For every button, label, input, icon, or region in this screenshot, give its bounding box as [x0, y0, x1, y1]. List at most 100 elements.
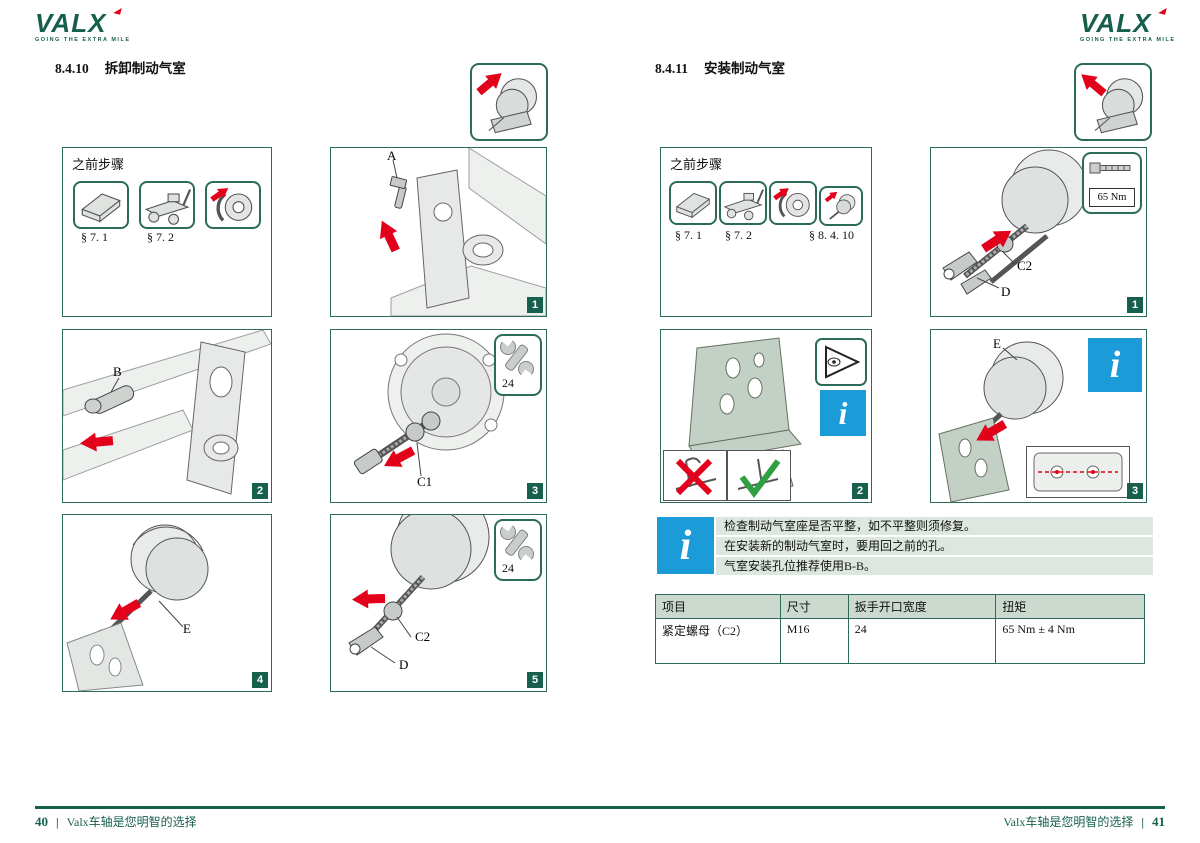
prev-steps-title: 之前步骤	[72, 157, 125, 172]
trolley-jack-icon	[723, 189, 764, 221]
red-arrow-icon	[352, 589, 386, 609]
part-label-c1: C1	[417, 474, 433, 489]
info-icon: i	[820, 390, 866, 436]
red-arrow-icon	[210, 188, 229, 202]
red-arrow-icon	[476, 73, 502, 96]
prev-step-chamber	[819, 186, 863, 226]
step-number-badge: 3	[527, 483, 543, 499]
section-pictogram-remove	[470, 63, 548, 141]
footer-rule	[35, 806, 1165, 809]
part-label-c2: C2	[1017, 258, 1033, 273]
wrench-size-label: 24	[502, 376, 514, 390]
note-line: 气室安装孔位推荐使用B-B。	[716, 557, 1153, 575]
section-number: 8.4.10	[55, 61, 89, 76]
col-header-item: 项目	[655, 594, 781, 619]
prev-steps-box-right: 之前步骤	[660, 147, 872, 317]
step-panel-install-2: i 2	[660, 329, 872, 503]
torque-value-label: 65 Nm	[1089, 188, 1135, 207]
brake-chamber-icon	[824, 191, 856, 220]
wrench-size-box: 24	[494, 334, 542, 396]
red-arrow-icon	[981, 230, 1012, 253]
step-number-badge: 3	[1127, 483, 1143, 499]
prev-step-brake	[769, 181, 817, 225]
brake-chamber-icon	[476, 73, 538, 134]
info-glyph: i	[838, 394, 848, 431]
step-number-badge: 2	[852, 483, 868, 499]
cell-torque: 65 Nm ± 4 Nm	[995, 618, 1145, 664]
red-arrow-icon	[80, 432, 114, 452]
step-panel-remove-5: 24 C2 D 5	[330, 514, 547, 692]
hole-position-inset	[1026, 446, 1130, 498]
info-icon: i	[657, 517, 714, 574]
prev-step-ref: § 7. 2	[725, 228, 752, 242]
prev-steps-title: 之前步骤	[670, 157, 723, 172]
torque-box: 65 Nm	[1082, 152, 1142, 214]
part-label-b: B	[113, 364, 122, 379]
table-row: 紧定螺母（C2） M16 24 65 Nm ± 4 Nm	[655, 618, 1145, 664]
col-header-size: 尺寸	[779, 594, 849, 619]
correct-mounting-icon	[737, 458, 781, 498]
valx-logo-right: VALX GOING THE EXTRA MILE	[1080, 6, 1180, 43]
red-arrow-icon	[1081, 74, 1107, 97]
part-label-c2: C2	[415, 629, 431, 644]
step-panel-install-1: 65 Nm C2 D 1	[930, 147, 1147, 317]
trolley-jack-icon	[144, 189, 192, 225]
note-line: 检查制动气室座是否平整，如不平整则须修复。	[716, 517, 1153, 535]
illustration-install-chamber	[938, 341, 1064, 502]
illustration-install-rod	[942, 149, 1088, 295]
section-pictogram-install	[1074, 63, 1152, 141]
brake-chamber-icon	[1081, 74, 1144, 134]
prev-step-jack	[719, 181, 767, 225]
section-number: 8.4.11	[655, 61, 689, 76]
prev-step-ref: § 7. 2	[147, 230, 174, 244]
step-panel-remove-3: 24 C1 3	[330, 329, 547, 503]
red-arrow-icon	[824, 191, 838, 203]
illustration-remove-chamber	[66, 524, 209, 691]
step-panel-remove-2: B 2	[62, 329, 272, 503]
section-title: 拆卸制动气室	[104, 61, 186, 76]
logo-wordmark: VALX	[35, 8, 107, 38]
note-line: 在安装新的制动气室时，要用回之前的孔。	[716, 537, 1153, 555]
illustration-remove-bolt	[379, 148, 546, 316]
torque-spec-table: 项目 尺寸 扳手开口宽度 扭矩 紧定螺母（C2） M16 24 65 Nm ± …	[655, 594, 1145, 664]
info-icon: i	[1088, 338, 1142, 392]
prev-steps-box-left: 之前步骤	[62, 147, 272, 317]
cell-size: M16	[779, 618, 849, 664]
illustration-remove-pin	[63, 330, 271, 495]
footer-separator: |	[1141, 815, 1144, 829]
visual-check-box	[815, 338, 867, 386]
eye-icon	[825, 345, 861, 379]
bolt-icon	[1089, 162, 1131, 174]
illustration-loosen-nuts	[353, 333, 505, 477]
col-header-torque: 扭矩	[995, 594, 1145, 619]
step-number-badge: 5	[527, 672, 543, 688]
prev-step-brake	[205, 181, 261, 229]
brake-drum-icon	[210, 188, 253, 222]
info-glyph: i	[679, 522, 692, 569]
part-label-a: A	[387, 148, 397, 163]
part-label-d: D	[399, 657, 409, 672]
prev-step-jack	[139, 181, 195, 229]
step-panel-remove-1: A 1	[330, 147, 547, 317]
step-panel-install-3: i E 3	[930, 329, 1147, 503]
step-number-badge: 2	[252, 483, 268, 499]
footer-slogan: Valx车轴是您明智的选择	[66, 815, 197, 829]
red-arrow-icon	[110, 599, 142, 620]
page-number: 41	[1152, 814, 1165, 829]
step-panel-remove-4: E 4	[62, 514, 272, 692]
wrench-size-box: 24	[494, 519, 542, 581]
section-heading-remove: 8.4.10 拆卸制动气室	[55, 57, 186, 77]
brake-drum-icon	[773, 188, 810, 218]
prev-step-ref: § 8. 4. 10	[809, 228, 854, 242]
wheel-chock-icon	[81, 193, 121, 223]
step-number-badge: 4	[252, 672, 268, 688]
footer-separator: |	[56, 815, 59, 829]
part-label-d: D	[1001, 284, 1011, 299]
footer-slogan: Valx车轴是您明智的选择	[1003, 815, 1134, 829]
prev-step-ref: § 7. 1	[81, 230, 108, 244]
red-arrow-icon	[976, 420, 1008, 441]
red-arrow-icon	[773, 188, 789, 201]
correct-mounting-box	[727, 450, 791, 501]
